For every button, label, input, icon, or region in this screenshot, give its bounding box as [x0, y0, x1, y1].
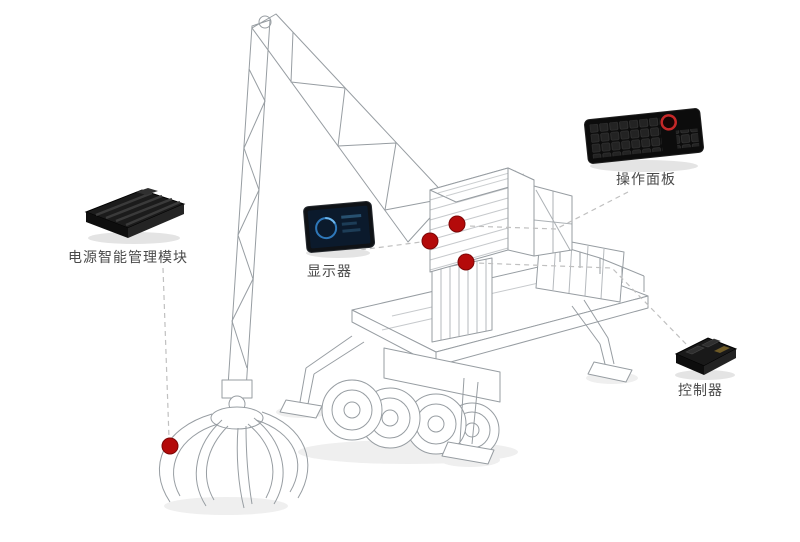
- hotspots: [161, 215, 475, 455]
- callout-line-power-module: [162, 267, 170, 439]
- control-panel-photo-icon: [584, 108, 704, 172]
- controller-image: [668, 324, 742, 382]
- control-panel-image: [580, 98, 708, 174]
- callout-line-display: [351, 241, 422, 252]
- display-photo-icon: [303, 201, 376, 258]
- label-display: 显示器: [307, 263, 352, 279]
- label-controller: 控制器: [678, 382, 723, 398]
- callout-line-control-panel: [467, 191, 629, 230]
- controller-photo-icon: [674, 337, 738, 380]
- callout-lines: [162, 191, 687, 439]
- label-power-module: 电源智能管理模块: [68, 249, 188, 265]
- hotspot-display[interactable]: [421, 232, 439, 250]
- label-control-panel: 操作面板: [616, 171, 676, 187]
- machine-illustration: [159, 13, 649, 509]
- hotspot-power-module[interactable]: [161, 437, 179, 455]
- hotspot-control-panel[interactable]: [448, 215, 466, 233]
- display-image: [300, 196, 378, 260]
- power-module-image: [72, 180, 192, 246]
- power-module-photo-icon: [84, 188, 186, 244]
- hotspot-controller[interactable]: [457, 253, 475, 271]
